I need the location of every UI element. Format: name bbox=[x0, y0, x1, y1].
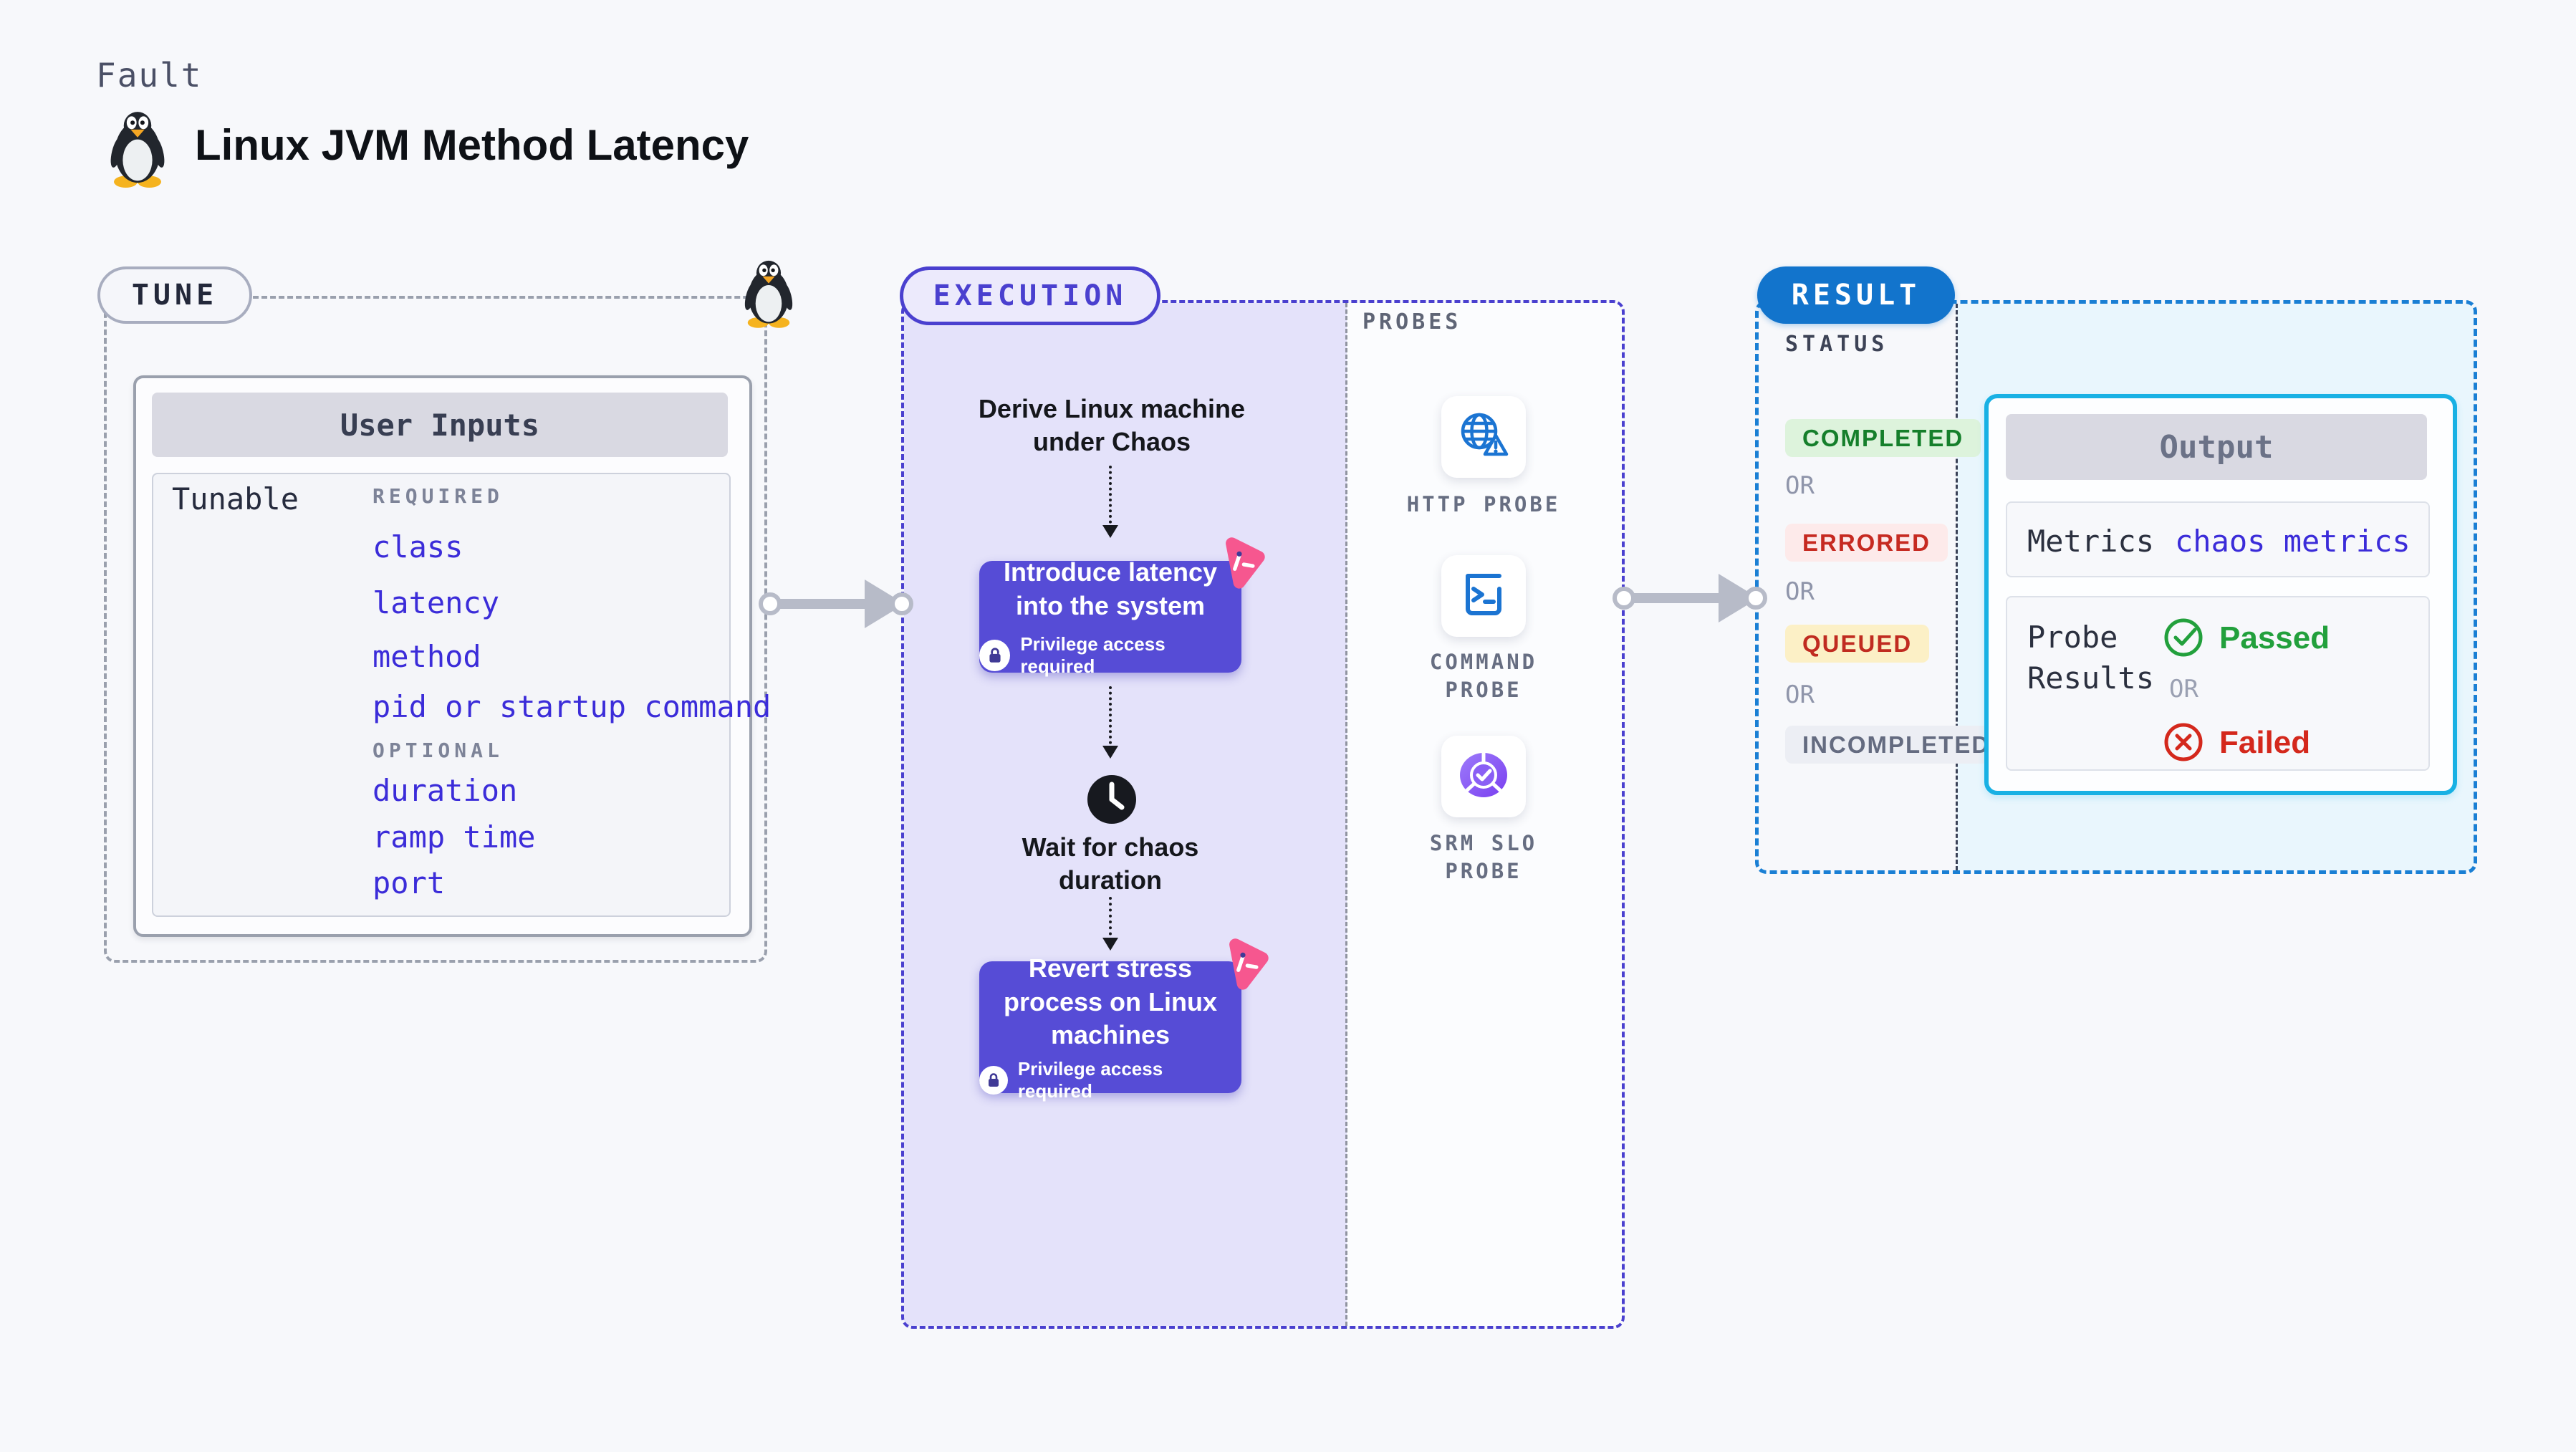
tunable-port: port bbox=[373, 865, 446, 900]
privilege-label: Privilege access required bbox=[1020, 633, 1166, 677]
status-badge-completed: COMPLETED bbox=[1785, 419, 1981, 457]
privilege-row: Privilege access required bbox=[979, 1058, 1241, 1102]
privilege-row: Privilege access required bbox=[979, 633, 1241, 678]
probes-divider bbox=[1345, 303, 1347, 1326]
probe-results-row bbox=[2006, 596, 2430, 771]
metrics-value: chaos metrics bbox=[2175, 524, 2411, 559]
status-badge-queued: QUEUED bbox=[1785, 625, 1930, 663]
command-probe-card bbox=[1441, 555, 1526, 637]
or-separator: OR bbox=[1785, 471, 1815, 500]
tunable-row-label: Tunable bbox=[172, 481, 299, 516]
arrowhead-icon bbox=[1102, 746, 1118, 766]
clock-icon bbox=[1086, 774, 1138, 825]
user-inputs-header: User Inputs bbox=[152, 393, 728, 457]
lock-icon bbox=[979, 1066, 1008, 1095]
execution-section-box bbox=[901, 300, 1625, 1329]
failed-x-icon bbox=[2163, 722, 2203, 762]
result-pill: RESULT bbox=[1757, 266, 1955, 324]
tunable-latency: latency bbox=[373, 585, 500, 620]
tunables-table bbox=[152, 473, 731, 917]
optional-label: OPTIONAL bbox=[373, 739, 504, 762]
flow-arrow-3 bbox=[1102, 897, 1118, 951]
tunable-class: class bbox=[373, 529, 463, 564]
or-separator: OR bbox=[1785, 577, 1815, 606]
tunable-pid-or-startup-command: pid or startup command bbox=[373, 689, 772, 724]
status-label: STATUS bbox=[1785, 332, 1889, 357]
result-divider bbox=[1956, 304, 1958, 870]
probes-label: PROBES bbox=[1363, 309, 1462, 335]
introduce-latency-step: Introduce latency into the system Privil… bbox=[979, 557, 1241, 677]
execution-to-result-arrow bbox=[1611, 569, 1769, 627]
or-separator: OR bbox=[2169, 675, 2198, 703]
revert-stress-step: Revert stress process on Linux machines … bbox=[979, 953, 1241, 1102]
failed-label: Failed bbox=[2219, 725, 2311, 760]
tux-corner-icon bbox=[741, 258, 797, 328]
step1-title: Introduce latency into the system bbox=[1003, 557, 1218, 620]
derive-machine-label: Derive Linux machine under Chaos bbox=[978, 394, 1246, 457]
chaos-icon bbox=[1209, 534, 1269, 595]
arrowhead-icon bbox=[1102, 938, 1118, 958]
srm-slo-probe-card bbox=[1441, 736, 1526, 817]
command-probe-label: COMMAND PROBE bbox=[1429, 650, 1538, 703]
or-separator: OR bbox=[1785, 681, 1815, 709]
passed-label: Passed bbox=[2219, 620, 2330, 655]
slo-pie-icon bbox=[1457, 750, 1510, 804]
status-badge-errored: ERRORED bbox=[1785, 524, 1948, 562]
required-label: REQUIRED bbox=[373, 484, 504, 508]
tune-pill: TUNE bbox=[97, 266, 252, 324]
wait-duration-label: Wait for chaos duration bbox=[1022, 832, 1199, 895]
fault-kicker: Fault bbox=[96, 56, 203, 95]
http-probe-label: HTTP PROBE bbox=[1406, 492, 1561, 516]
metrics-row bbox=[2006, 501, 2430, 577]
globe-warning-icon bbox=[1456, 410, 1511, 465]
srm-slo-probe-label: SRM SLO PROBE bbox=[1429, 831, 1538, 884]
lock-icon bbox=[979, 639, 1011, 671]
flow-arrow-2 bbox=[1102, 686, 1118, 759]
status-badge-incompleted: INCOMPLETED bbox=[1785, 726, 2008, 764]
tunable-ramp-time: ramp time bbox=[373, 819, 536, 855]
tune-section-box bbox=[104, 296, 767, 963]
http-probe-card bbox=[1441, 396, 1526, 478]
tune-to-execution-arrow bbox=[757, 575, 915, 633]
metrics-label: Metrics bbox=[2027, 524, 2155, 559]
linux-penguin-icon bbox=[106, 109, 169, 188]
terminal-icon bbox=[1458, 572, 1509, 621]
arrowhead-icon bbox=[1102, 525, 1118, 546]
flow-arrow-1 bbox=[1102, 466, 1118, 538]
page-title: Linux JVM Method Latency bbox=[195, 121, 749, 169]
step2-title: Revert stress process on Linux machines bbox=[1003, 953, 1218, 1050]
passed-check-icon bbox=[2163, 617, 2203, 658]
tunable-duration: duration bbox=[373, 773, 518, 808]
tunable-method: method bbox=[373, 639, 481, 674]
execution-pill: EXECUTION bbox=[900, 266, 1160, 325]
probe-results-label: Probe Results bbox=[2027, 620, 2155, 696]
chaos-icon bbox=[1213, 936, 1273, 996]
output-header: Output bbox=[2006, 414, 2427, 480]
privilege-label: Privilege access required bbox=[1017, 1058, 1163, 1102]
